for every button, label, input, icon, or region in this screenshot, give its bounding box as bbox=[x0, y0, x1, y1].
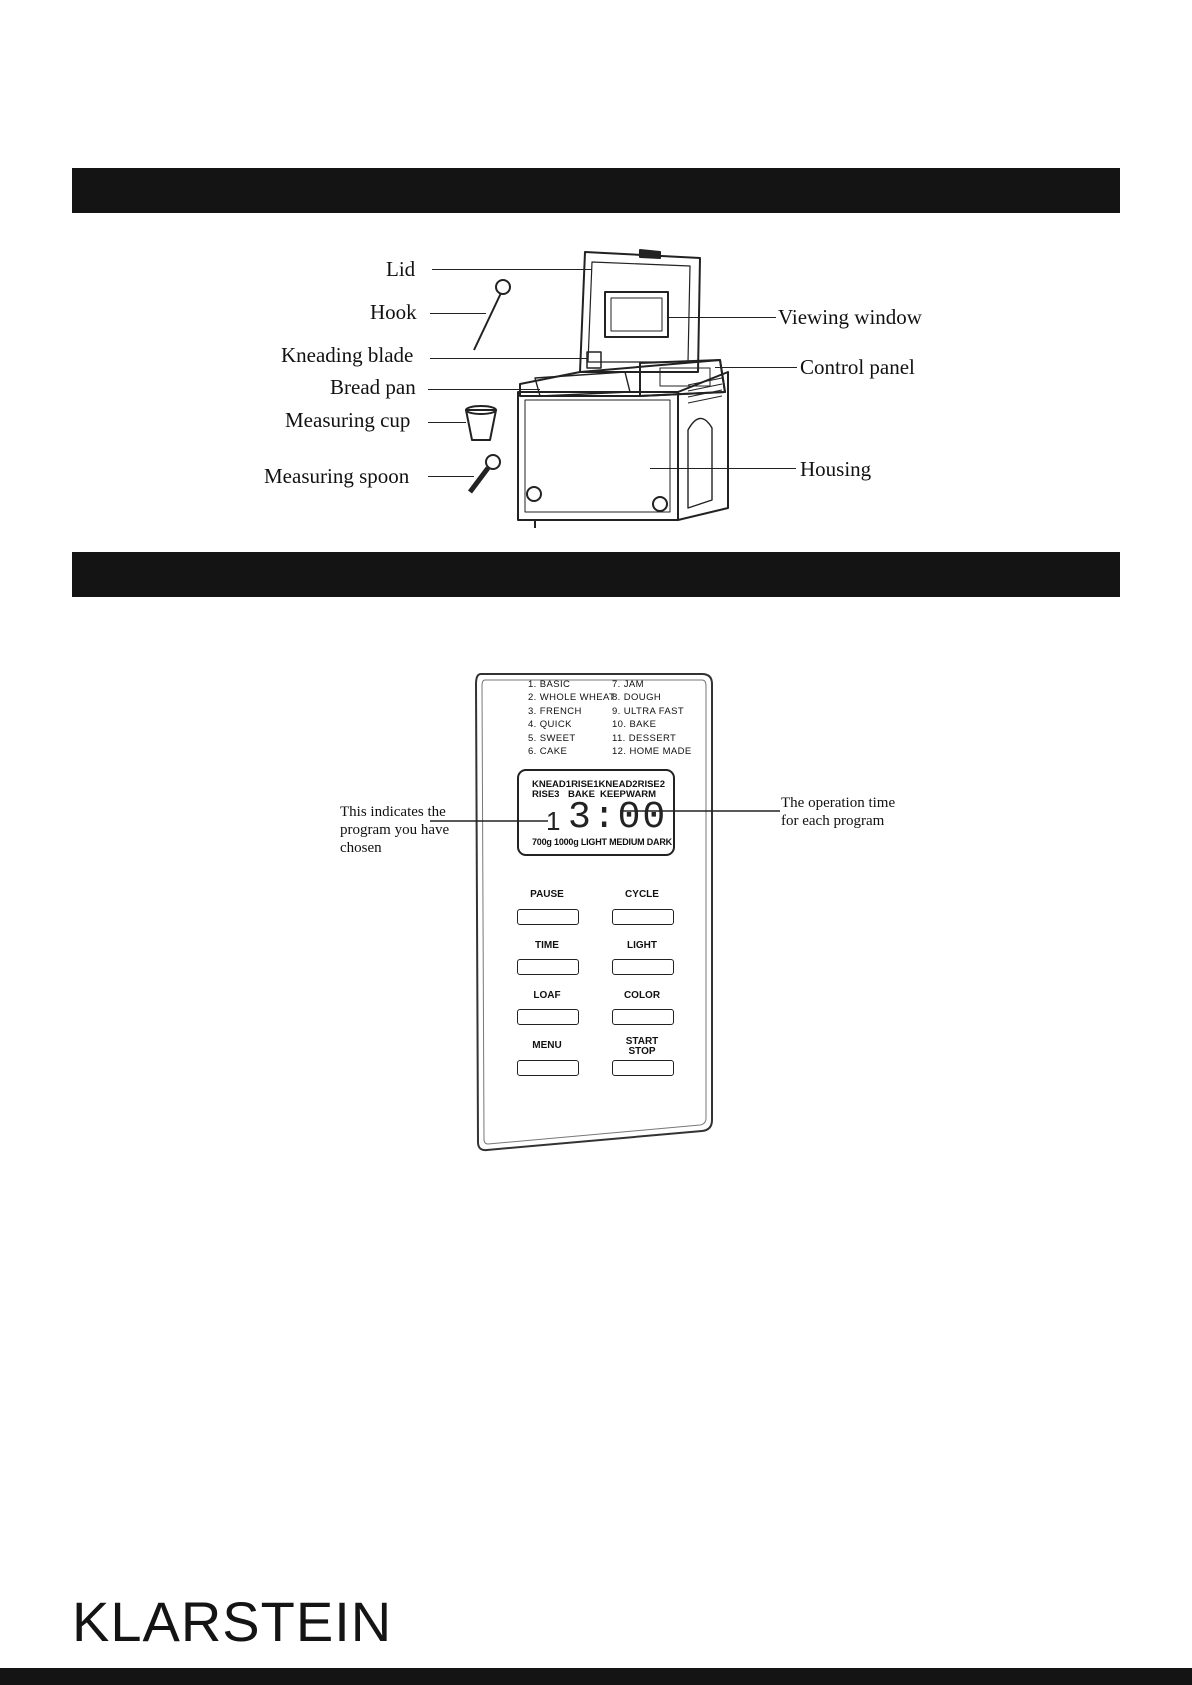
menu-button[interactable] bbox=[517, 1060, 579, 1076]
time-button[interactable] bbox=[517, 959, 579, 975]
lcd-time: 3:00 bbox=[568, 796, 668, 839]
control-panel-leader bbox=[715, 367, 797, 369]
program-item: 4. QUICK bbox=[528, 719, 572, 731]
program-item: 1. BASIC bbox=[528, 679, 571, 690]
viewing-window-shape bbox=[604, 291, 669, 338]
cycle-label: CYCLE bbox=[625, 889, 659, 900]
section-header-bar-parts bbox=[72, 168, 1120, 213]
measuring-cup-leader bbox=[428, 422, 466, 424]
section-header-bar-panel bbox=[72, 552, 1120, 597]
control-panel-shape bbox=[639, 359, 726, 397]
lcd-stage: WARM bbox=[626, 789, 657, 800]
program-item: 12. HOME MADE bbox=[612, 746, 692, 758]
stop-label: STOP bbox=[628, 1046, 656, 1057]
viewing-window-leader bbox=[668, 317, 776, 319]
lcd-stage: RISE1 bbox=[571, 779, 599, 790]
program-item: 7. JAM bbox=[612, 679, 644, 690]
menu-label: MENU bbox=[532, 1040, 562, 1051]
lid-outline bbox=[579, 251, 701, 373]
measuring-cup-shape bbox=[465, 409, 497, 441]
program-item: 11. DESSERT bbox=[612, 732, 677, 744]
program-item: 10. BAKE bbox=[612, 719, 657, 731]
lcd-stage: RISE3 bbox=[532, 789, 560, 800]
annotation-program: This indicates the program you have chos… bbox=[340, 803, 449, 857]
lcd-stage-row-1: KNEAD1 RISE1 KNEAD2 RISE2 bbox=[522, 780, 670, 790]
color-button[interactable] bbox=[612, 1009, 674, 1025]
label-hook: Hook bbox=[370, 300, 417, 324]
label-bread-pan: Bread pan bbox=[330, 375, 416, 399]
brand-logo: KLARSTEIN bbox=[72, 1590, 393, 1653]
annotation-line: program you have bbox=[340, 822, 450, 838]
lcd-stage: BAKE bbox=[568, 789, 595, 800]
label-housing: Housing bbox=[800, 457, 872, 481]
measuring-spoon-shape bbox=[485, 454, 501, 470]
footer-bar bbox=[0, 1668, 1192, 1685]
hook-shape bbox=[495, 279, 511, 295]
pause-button[interactable] bbox=[517, 909, 579, 925]
label-control-panel: Control panel bbox=[800, 355, 915, 379]
program-item: 6. CAKE bbox=[528, 746, 568, 758]
control-panel-outline bbox=[430, 673, 780, 1152]
color-label: COLOR bbox=[623, 990, 661, 1001]
program-item: 8. DOUGH bbox=[612, 692, 662, 704]
annotation-line: The operation time bbox=[781, 795, 896, 811]
program-item: 5. SWEET bbox=[528, 732, 576, 744]
program-item: 9. ULTRA FAST bbox=[612, 705, 685, 717]
kneading-blade-leader bbox=[430, 358, 588, 360]
measuring-spoon-leader bbox=[428, 476, 474, 478]
annotation-line: This indicates the bbox=[340, 804, 446, 820]
label-viewing-window: Viewing window bbox=[778, 305, 922, 329]
cycle-button[interactable] bbox=[612, 909, 674, 925]
program-list-left: 1. BASIC 2. WHOLE WHEAT 3. FRENCH 4. QUI… bbox=[528, 678, 615, 758]
label-lid: Lid bbox=[386, 257, 416, 281]
lcd-stage: RISE2 bbox=[637, 779, 666, 790]
annotation-time: The operation time for each program bbox=[781, 794, 895, 830]
lcd-program-number: 1 bbox=[546, 806, 561, 836]
bread-pan-leader bbox=[428, 389, 540, 391]
program-item: 3. FRENCH bbox=[528, 705, 582, 717]
lid-leader bbox=[432, 269, 592, 271]
loaf-label: LOAF bbox=[533, 990, 561, 1001]
time-label: TIME bbox=[535, 940, 559, 951]
light-label: LIGHT bbox=[627, 940, 657, 951]
light-button[interactable] bbox=[612, 959, 674, 975]
lcd-stage: KNEAD1 bbox=[532, 779, 572, 790]
lcd-stage: KNEAD2 bbox=[598, 779, 638, 790]
lcd-display: KNEAD1 RISE1 KNEAD2 RISE2 RISE3 BAKE KEE… bbox=[522, 780, 670, 800]
housing-leader bbox=[650, 468, 796, 470]
lcd-bottom-row: 700g 1000g LIGHT MEDIUM DARK bbox=[532, 837, 672, 847]
start-label: START bbox=[625, 1036, 659, 1047]
label-kneading-blade: Kneading blade bbox=[281, 343, 414, 367]
lcd-stage-row-2: RISE3 BAKE KEEP WARM bbox=[522, 790, 670, 800]
annotation-line: chosen bbox=[340, 840, 382, 856]
pause-label: PAUSE bbox=[530, 889, 564, 900]
program-item: 2. WHOLE WHEAT bbox=[528, 692, 616, 704]
annotation-line: for each program bbox=[781, 813, 885, 829]
start-stop-button[interactable] bbox=[612, 1060, 674, 1076]
program-list-right: 7. JAM 8. DOUGH 9. ULTRA FAST 10. BAKE 1… bbox=[612, 678, 692, 758]
label-measuring-cup: Measuring cup bbox=[285, 408, 411, 432]
hook-leader bbox=[430, 313, 486, 315]
label-measuring-spoon: Measuring spoon bbox=[264, 464, 410, 488]
loaf-button[interactable] bbox=[517, 1009, 579, 1025]
lcd-stage: KEEP bbox=[600, 789, 626, 800]
